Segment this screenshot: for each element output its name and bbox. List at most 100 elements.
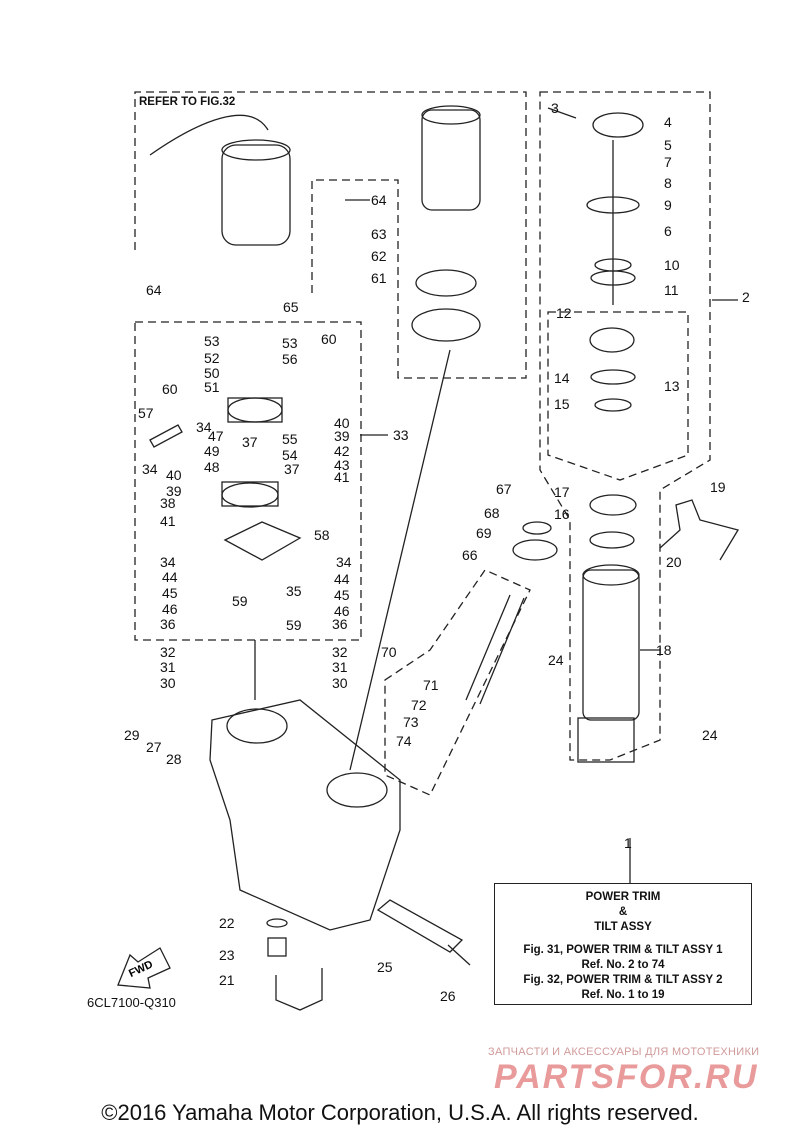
- part-number-17: 17: [554, 484, 570, 500]
- bracket-57: [149, 424, 183, 448]
- part-number-38: 38: [160, 495, 176, 511]
- pump-block: [421, 109, 481, 211]
- part-number-67: 67: [496, 481, 512, 497]
- ring-14: [590, 369, 636, 385]
- part-number-33: 33: [393, 427, 409, 443]
- rod-66-b: [479, 597, 525, 705]
- part-number-41: 41: [160, 513, 176, 529]
- caption-fig32: Fig. 32, POWER TRIM & TILT ASSY 2: [523, 974, 723, 986]
- part-number-34: 34: [160, 554, 176, 570]
- part-number-13: 13: [664, 378, 680, 394]
- part-number-22: 22: [219, 915, 235, 931]
- part-number-32: 32: [160, 644, 176, 660]
- part-number-40: 40: [334, 415, 350, 431]
- plug-23: [267, 937, 287, 957]
- part-number-4: 4: [664, 114, 672, 130]
- part-number-19: 19: [710, 479, 726, 495]
- part-number-21: 21: [219, 972, 235, 988]
- cylinder-18-top: [582, 564, 640, 586]
- manifold-top: [227, 397, 283, 423]
- caption-fig31-ref: Ref. No. 2 to 74: [581, 959, 665, 971]
- part-number-53: 53: [282, 335, 298, 351]
- pipe-19: [659, 499, 740, 561]
- part-number-53: 53: [204, 333, 220, 349]
- part-number-7: 7: [664, 154, 672, 170]
- part-number-26: 26: [440, 988, 456, 1004]
- part-number-30: 30: [332, 675, 348, 691]
- part-number-6: 6: [664, 223, 672, 239]
- bracket-bore-left: [226, 708, 288, 744]
- manifold-mid-body: [221, 481, 279, 507]
- part-number-9: 9: [664, 197, 672, 213]
- part-number-28: 28: [166, 751, 182, 767]
- watermark-logo: PARTSFOR.RU: [494, 1058, 759, 1096]
- oring-16: [589, 531, 635, 549]
- part-number-31: 31: [160, 659, 176, 675]
- part-number-74: 74: [396, 733, 412, 749]
- part-number-11: 11: [664, 282, 679, 298]
- part-number-73: 73: [403, 714, 419, 730]
- part-number-59: 59: [286, 617, 302, 633]
- part-number-37: 37: [284, 461, 300, 477]
- caption-title-1: POWER TRIM: [585, 891, 661, 903]
- ring-9: [586, 196, 640, 214]
- part-number-46: 46: [334, 603, 350, 619]
- part-number-34: 34: [336, 554, 352, 570]
- part-number-45: 45: [162, 585, 178, 601]
- part-number-10: 10: [664, 257, 680, 273]
- part-number-16: 16: [554, 506, 570, 522]
- fwd-label-layer: FWD: [127, 958, 155, 979]
- part-number-12: 12: [556, 305, 572, 321]
- part-number-64: 64: [371, 192, 387, 208]
- part-number-44: 44: [334, 571, 350, 587]
- ring-11: [590, 270, 636, 286]
- cylinder-18: [582, 569, 640, 721]
- bracket-bore-right: [326, 772, 388, 808]
- trim-rod-group-box: [384, 569, 531, 796]
- part-number-29: 29: [124, 727, 140, 743]
- part-number-40: 40: [166, 467, 182, 483]
- part-number-23: 23: [219, 947, 235, 963]
- part-number-34: 34: [196, 419, 212, 435]
- part-number-44: 44: [162, 569, 178, 585]
- part-number-49: 49: [204, 443, 220, 459]
- part-number-labels: 1234578961011121314151617181920212223242…: [124, 100, 750, 1004]
- part-number-35: 35: [286, 583, 302, 599]
- part-number-31: 31: [332, 659, 348, 675]
- valve-group-box: [134, 321, 362, 641]
- caption-fig31: Fig. 31, POWER TRIM & TILT ASSY 1: [523, 944, 723, 956]
- part-number-24: 24: [548, 652, 564, 668]
- part-number-64: 64: [146, 282, 162, 298]
- part-number-54: 54: [282, 447, 298, 463]
- part-number-20: 20: [666, 554, 682, 570]
- part-number-39: 39: [166, 483, 182, 499]
- part-number-52: 52: [204, 350, 220, 366]
- part-number-41: 41: [334, 469, 350, 485]
- pump-filter: [411, 308, 481, 342]
- watermark-subtitle: ЗАПЧАСТИ И АКСЕССУАРЫ ДЛЯ МОТОТЕХНИКИ: [488, 1046, 760, 1058]
- shaft-25: [376, 899, 464, 953]
- motor-1-cap: [221, 139, 291, 161]
- part-number-63: 63: [371, 226, 387, 242]
- part-number-59: 59: [232, 593, 248, 609]
- ring-15: [594, 398, 632, 412]
- part-number-36: 36: [332, 616, 348, 632]
- part-number-8: 8: [664, 175, 672, 191]
- part-number-37: 37: [242, 434, 258, 450]
- part-number-15: 15: [554, 396, 570, 412]
- part-number-47: 47: [208, 428, 224, 444]
- oring-67: [522, 521, 552, 535]
- pump-plate: [415, 269, 477, 297]
- cylinder-18-base: [577, 717, 635, 763]
- part-number-71: 71: [423, 677, 439, 693]
- manifold-mid: [221, 482, 279, 508]
- part-number-30: 30: [160, 675, 176, 691]
- part-number-5: 5: [664, 137, 672, 153]
- cap-4: [592, 112, 644, 138]
- cap-17: [589, 494, 637, 516]
- part-number-61: 61: [371, 270, 387, 286]
- part-number-72: 72: [411, 697, 427, 713]
- part-number-34: 34: [142, 461, 158, 477]
- part-number-36: 36: [160, 616, 176, 632]
